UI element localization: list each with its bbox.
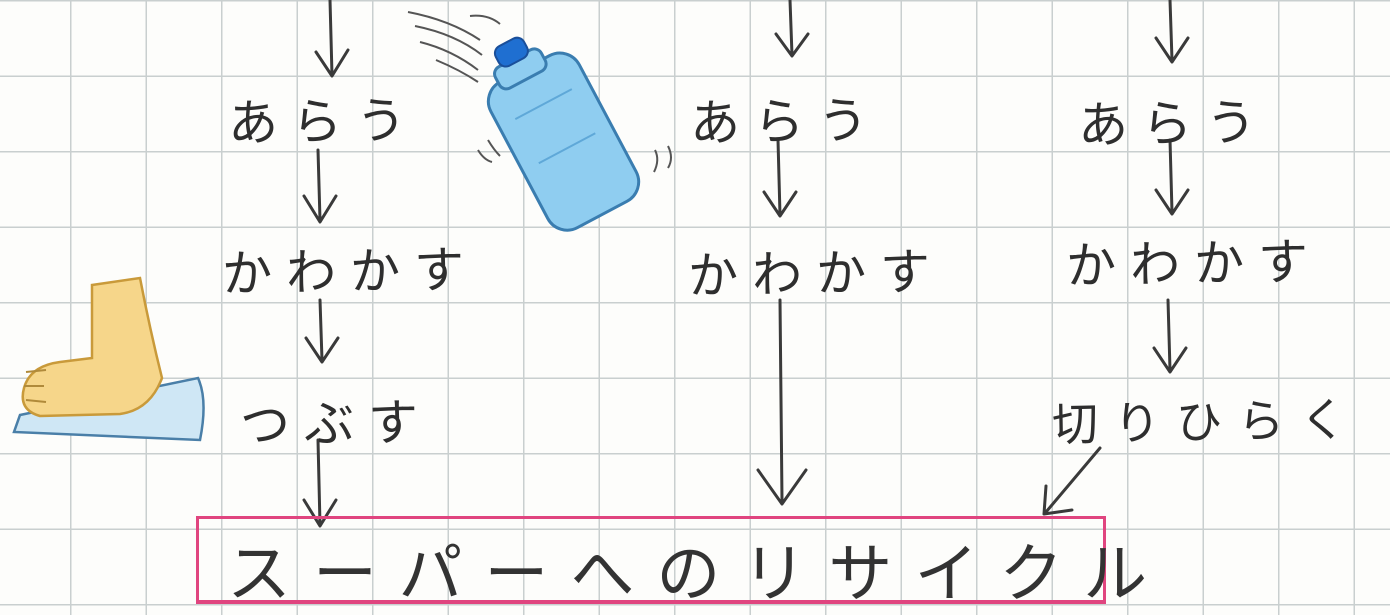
foot-crushing-bottle-icon xyxy=(12,276,205,442)
plastic-bottle-icon xyxy=(486,36,641,232)
arrow-col3-row2-row3 xyxy=(1152,298,1188,374)
arrow-col3-row3-banner xyxy=(1042,446,1102,516)
arrow-col1-row1-row2 xyxy=(302,148,338,224)
arrow-col2-row2-banner xyxy=(756,298,808,506)
arrow-col2-top xyxy=(774,0,810,58)
col3-step-dry: かわかす xyxy=(1065,232,1323,296)
col3-step-cut-open: 切りひらく xyxy=(1051,392,1363,452)
arrow-col2-row1-row2 xyxy=(762,138,798,218)
col3-step-wash: あらう xyxy=(1077,93,1271,155)
col1-step-crush: つぶす xyxy=(239,393,433,455)
arrow-col1-top xyxy=(314,0,350,78)
col1-step-wash: あらう xyxy=(227,91,421,153)
banner-text: スーパーへのリサイクル xyxy=(227,538,1170,612)
col1-step-dry: かわかす xyxy=(221,240,479,304)
col2-step-wash: あらう xyxy=(689,91,883,153)
recycle-banner: スーパーへのリサイクル xyxy=(196,516,1147,612)
arrow-col3-top xyxy=(1154,0,1190,64)
arrow-col1-row2-row3 xyxy=(304,298,340,364)
arrow-col1-row3-banner xyxy=(302,438,338,528)
col2-step-dry: かわかす xyxy=(687,242,945,306)
arrow-col3-row1-row2 xyxy=(1154,138,1190,216)
motion-lines-icon xyxy=(407,11,672,173)
